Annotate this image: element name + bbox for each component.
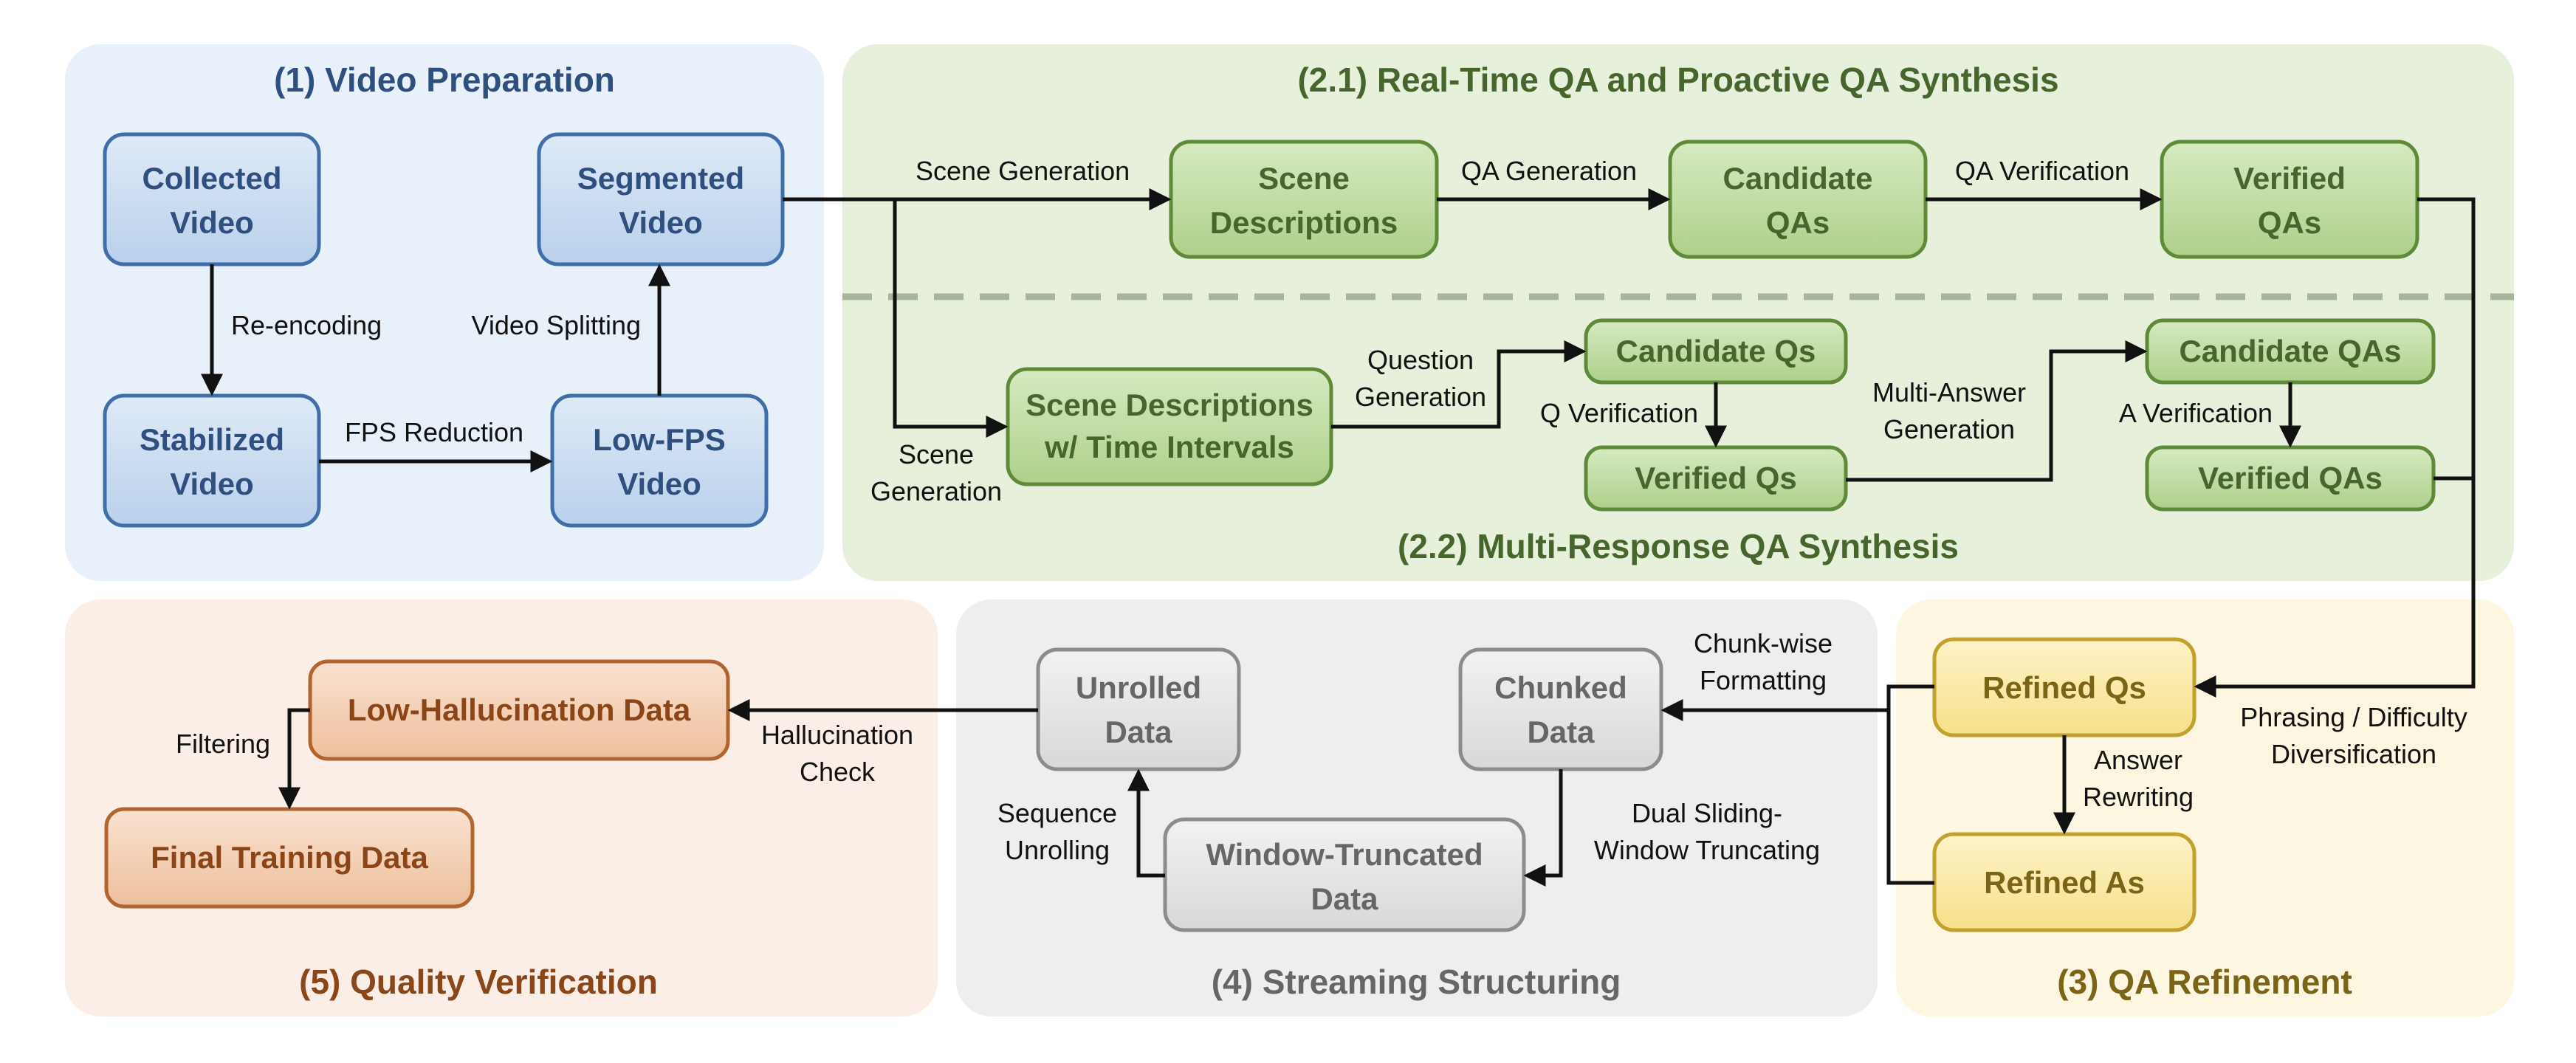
edge-label-sequence-unrolling-1: Sequence [997, 798, 1117, 828]
node-collected-video-line1: Collected [142, 161, 281, 196]
edge-label-scene-generation-bottom-2: Generation [870, 476, 1002, 506]
edge-label-phrasing-2: Diversification [2271, 739, 2436, 769]
node-collected-video: Collected Video [103, 132, 321, 266]
edge-multi-answer-generation [1846, 340, 2148, 482]
node-scene-desc-intervals-line1: Scene Descriptions [1026, 388, 1313, 422]
edge-label-a-verification: A Verification [2119, 398, 2273, 428]
edge-label-qa-generation: QA Generation [1461, 156, 1637, 186]
edge-label-dual-sliding-2: Window Truncating [1594, 835, 1820, 865]
edge-label-scene-generation-top: Scene Generation [916, 156, 1130, 186]
edge-scene-generation-bottom [893, 199, 1009, 438]
edge-label-fps-reduction: FPS Reduction [345, 417, 523, 447]
edge-label-hallucination-2: Check [800, 757, 876, 787]
node-segmented-video: Segmented Video [537, 132, 785, 266]
node-low-fps-video-line2: Video [617, 467, 701, 501]
node-scene-descriptions: Scene Descriptions [1169, 140, 1439, 259]
node-window-truncated-data: Window-Truncated Data [1163, 817, 1526, 932]
edge-label-answer-rewriting-1: Answer [2094, 745, 2182, 775]
stage-title-multi-response: (2.2) Multi-Response QA Synthesis [1398, 527, 1959, 565]
edge-label-question-generation-2: Generation [1355, 382, 1486, 412]
node-verified-qas-bottom: Verified QAs [2145, 445, 2436, 512]
edge-question-generation [1331, 340, 1587, 429]
node-verified-qs-label: Verified Qs [1635, 461, 1796, 495]
node-verified-qas-bottom-label: Verified QAs [2198, 461, 2383, 495]
edge-label-phrasing-1: Phrasing / Difficulty [2240, 702, 2467, 732]
node-refined-as: Refined As [1932, 832, 2197, 932]
node-scene-descriptions-line1: Scene [1258, 161, 1350, 196]
node-unrolled-data-line1: Unrolled [1076, 670, 1201, 705]
edge-label-multi-answer-generation-1: Multi-Answer [1872, 377, 2026, 407]
node-candidate-qas-top: Candidate QAs [1668, 140, 1928, 259]
node-candidate-qas-top-line1: Candidate [1723, 161, 1872, 196]
node-verified-qas-top-line2: QAs [2258, 205, 2321, 240]
node-low-fps-video: Low-FPS Video [550, 393, 769, 528]
node-stabilized-video-line1: Stabilized [140, 422, 284, 457]
edge-label-dual-sliding-1: Dual Sliding- [1632, 798, 1782, 828]
node-candidate-qas-bottom: Candidate QAs [2145, 318, 2436, 385]
node-verified-qas-top-line1: Verified [2233, 161, 2346, 196]
node-collected-video-line2: Video [170, 205, 254, 240]
node-segmented-video-line2: Video [619, 205, 703, 240]
stage-title-streaming-structuring: (4) Streaming Structuring [1212, 963, 1621, 1001]
node-chunked-data: Chunked Data [1458, 647, 1663, 771]
node-candidate-qs-label: Candidate Qs [1616, 334, 1816, 368]
node-chunked-data-line1: Chunked [1494, 670, 1627, 705]
node-verified-qs: Verified Qs [1584, 445, 1848, 512]
edge-label-video-splitting: Video Splitting [472, 310, 642, 340]
node-unrolled-data: Unrolled Data [1036, 647, 1241, 771]
node-stabilized-video: Stabilized Video [103, 393, 321, 528]
edge-label-hallucination-1: Hallucination [761, 720, 913, 750]
stage-title-quality-verification: (5) Quality Verification [299, 963, 658, 1001]
edge-sequence-unrolling [1127, 768, 1165, 878]
edge-chunk-wise-formatting [1664, 684, 1934, 885]
node-refined-as-label: Refined As [1984, 865, 2145, 900]
node-scene-desc-intervals-line2: w/ Time Intervals [1044, 430, 1294, 464]
node-refined-qs: Refined Qs [1932, 637, 2197, 737]
node-scene-descriptions-line2: Descriptions [1210, 205, 1398, 240]
node-refined-qs-label: Refined Qs [1982, 670, 2146, 705]
edge-label-qa-verification: QA Verification [1955, 156, 2129, 186]
node-candidate-qs: Candidate Qs [1584, 318, 1848, 385]
node-candidate-qas-bottom-label: Candidate QAs [2179, 334, 2401, 368]
node-candidate-qas-top-line2: QAs [1766, 205, 1830, 240]
edge-label-scene-generation-bottom-1: Scene [899, 439, 974, 469]
edge-merge-verified-qas [2197, 197, 2476, 689]
node-segmented-video-line1: Segmented [577, 161, 744, 196]
node-low-hallucination-label: Low-Hallucination Data [348, 692, 691, 727]
edge-label-multi-answer-generation-2: Generation [1883, 414, 2015, 444]
stage-title-qa-refinement: (3) QA Refinement [2057, 963, 2352, 1001]
edge-label-q-verification: Q Verification [1540, 398, 1698, 428]
node-low-hallucination-data: Low-Hallucination Data [308, 659, 730, 761]
node-final-training-data: Final Training Data [104, 807, 475, 909]
edge-label-chunk-wise-1: Chunk-wise [1694, 628, 1833, 658]
node-window-truncated-line1: Window-Truncated [1206, 837, 1483, 872]
edge-dual-sliding-window [1523, 769, 1563, 887]
node-low-fps-video-line1: Low-FPS [593, 422, 726, 457]
node-unrolled-data-line2: Data [1105, 715, 1172, 749]
stage-title-realtime-proactive: (2.1) Real-Time QA and Proactive QA Synt… [1297, 61, 2058, 99]
edge-label-answer-rewriting-2: Rewriting [2083, 782, 2194, 812]
edge-label-re-encoding: Re-encoding [231, 310, 382, 340]
edge-label-question-generation-1: Question [1367, 345, 1474, 375]
stage-title-video-preparation: (1) Video Preparation [274, 61, 615, 99]
edge-filtering [278, 708, 310, 810]
node-final-training-label: Final Training Data [151, 840, 428, 875]
edge-label-chunk-wise-2: Formatting [1700, 665, 1827, 695]
node-verified-qas-top: Verified QAs [2160, 140, 2419, 259]
node-stabilized-video-line2: Video [170, 467, 254, 501]
edge-label-sequence-unrolling-2: Unrolling [1005, 835, 1110, 865]
node-window-truncated-line2: Data [1311, 881, 1378, 916]
node-chunked-data-line2: Data [1527, 715, 1595, 749]
edge-label-filtering: Filtering [176, 729, 270, 759]
node-scene-descriptions-time-intervals: Scene Descriptions w/ Time Intervals [1006, 367, 1333, 486]
